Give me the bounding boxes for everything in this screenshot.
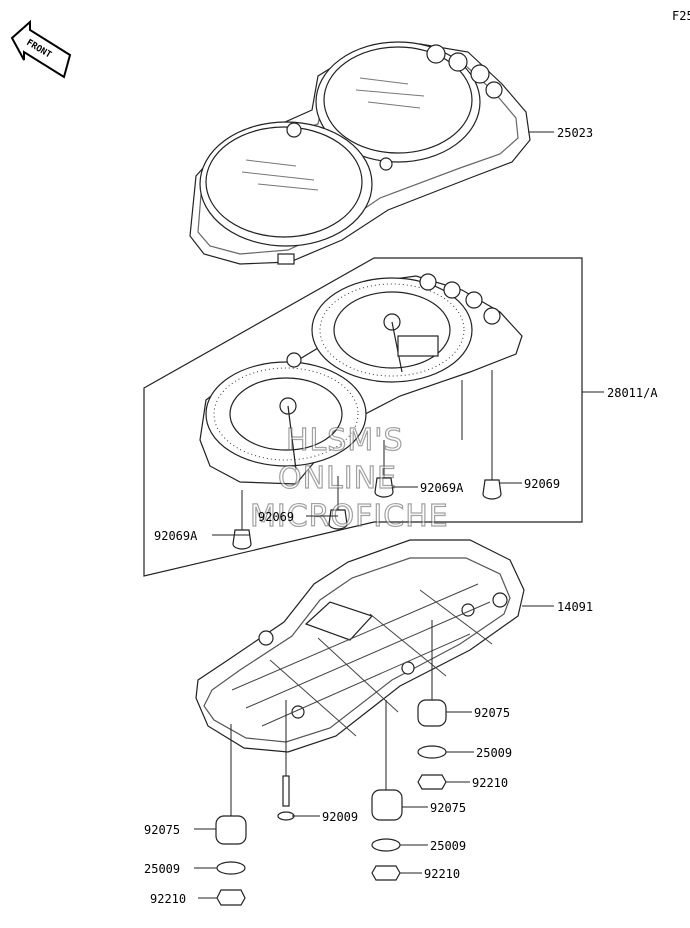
- callout-92069a-right: 92069A: [420, 481, 464, 495]
- callout-25023: 25023: [557, 126, 593, 140]
- callout-14091: 14091: [557, 600, 593, 614]
- callout-92210-right: 92210: [472, 776, 508, 790]
- meter-assy-frame: [143, 257, 583, 577]
- callout-92009: 92009: [322, 810, 358, 824]
- meter-cover-glare: [241, 77, 425, 191]
- meter-case-grid: [231, 583, 493, 737]
- callout-28011-a: 28011/A: [607, 386, 658, 400]
- watermark-line-2: ONLINE: [278, 461, 397, 496]
- callout-25009-right: 25009: [476, 746, 512, 760]
- front-arrow-icon: FRONT: [10, 19, 72, 79]
- callout-25009-center: 25009: [430, 839, 466, 853]
- callout-25009-left: 25009: [144, 862, 180, 876]
- callout-92075-left: 92075: [144, 823, 180, 837]
- callout-92210-center: 92210: [424, 867, 460, 881]
- callout-92069a-left: 92069A: [154, 529, 198, 543]
- watermark-line-3: MICROFICHE: [250, 499, 449, 534]
- watermark-line-1: HLSM'S: [286, 423, 404, 458]
- callout-92069-right: 92069: [524, 477, 560, 491]
- meter-case: [195, 539, 525, 753]
- watermark: HLSM'S ONLINE MICROFICHE: [249, 422, 449, 534]
- meter-cover: [189, 41, 531, 265]
- callout-92075-right: 92075: [474, 706, 510, 720]
- sheet-code: F25: [672, 9, 690, 23]
- grommets: [232, 477, 502, 550]
- lower-fasteners: [215, 699, 447, 906]
- grommet-guide-lines: [241, 370, 493, 530]
- meter-dial-ticks: [213, 283, 465, 461]
- lower-guide-lines: [230, 620, 433, 816]
- leader-lines: [194, 131, 604, 899]
- meter-assy: [199, 273, 523, 485]
- callout-92210-left: 92210: [150, 892, 186, 906]
- callout-92069-center: 92069: [258, 510, 294, 524]
- callout-92075-center: 92075: [430, 801, 466, 815]
